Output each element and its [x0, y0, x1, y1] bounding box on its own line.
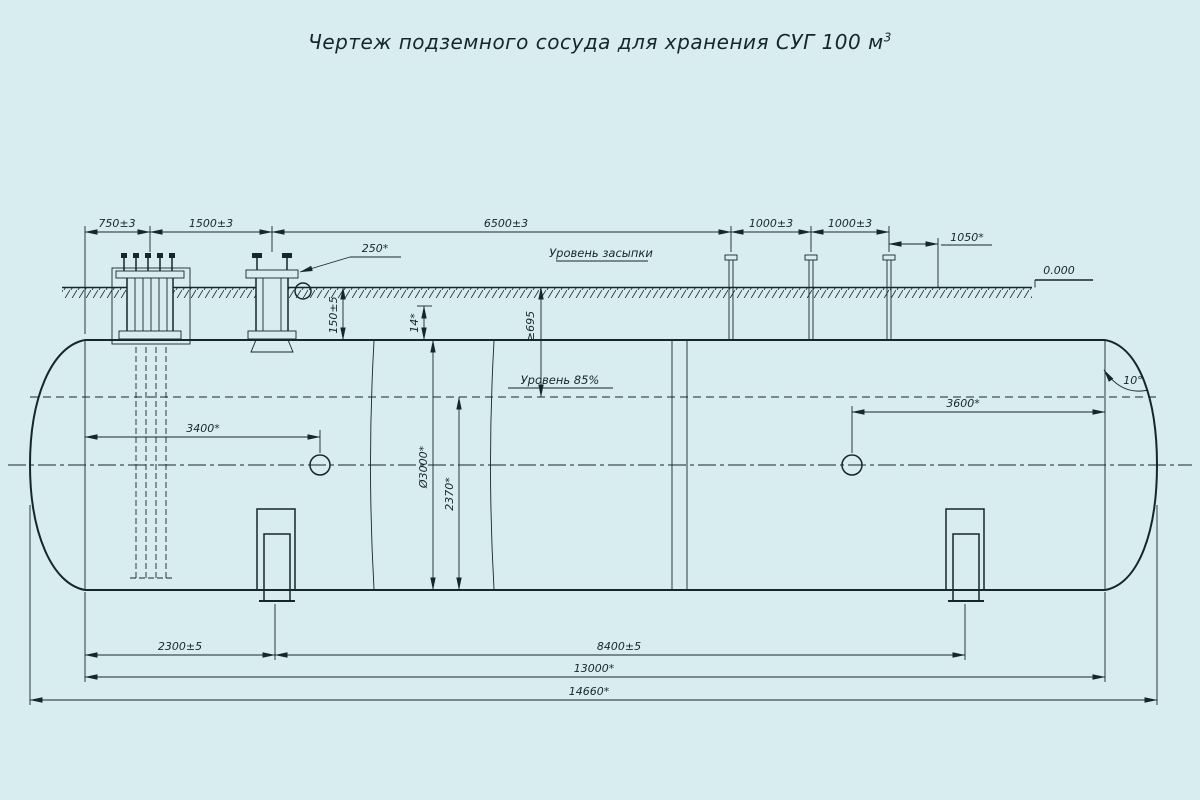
dip-tubes — [130, 347, 172, 579]
dim-1500-label: 1500±3 — [189, 217, 233, 230]
assembly-outline — [111, 267, 191, 345]
dim-750-label: 750±3 — [98, 217, 135, 230]
lifting-lug — [294, 282, 312, 300]
dim-1000a-label: 1000±3 — [749, 217, 793, 230]
weld-seam — [370, 340, 375, 590]
dim-150-label: 150±5 — [327, 296, 340, 333]
level-pipe — [804, 254, 818, 340]
right-head — [1104, 339, 1159, 591]
bottom-flange — [247, 330, 297, 340]
drawing-title-text: Чертеж подземного сосуда для хранения СУ… — [308, 30, 884, 54]
flange-bolts — [121, 253, 175, 271]
left-head — [28, 339, 86, 591]
left-sump — [256, 508, 296, 602]
ground-hatching — [62, 288, 1032, 298]
dim-250-label: 250* — [362, 242, 389, 255]
dim-13000-label: 13000* — [574, 662, 615, 675]
right-side-nozzle — [841, 454, 863, 476]
dim-2370-label: 2370* — [443, 477, 456, 511]
dimensions-top: 750±3 1500±3 6500±3 1000±3 1000±3 1050* … — [84, 217, 992, 334]
dim-2300-label: 2300±5 — [158, 640, 202, 653]
manhole-assembly — [111, 253, 191, 579]
vessel-shell — [8, 339, 1192, 591]
dim-1050-label: 1050* — [950, 231, 984, 244]
dim-1000b-label: 1000±3 — [828, 217, 872, 230]
dimensions-bottom: 2300±5 8400±5 13000* 14660* — [29, 505, 1158, 705]
dim-8400-label: 8400±5 — [597, 640, 641, 653]
dim-14660-label: 14660* — [569, 685, 610, 698]
dim-14-label: 14* — [408, 313, 421, 333]
level-pipes — [724, 254, 896, 340]
valve-nozzle — [245, 253, 312, 353]
dimensions-depth: 150±5 14* ≥695 — [327, 286, 544, 398]
drawing-title-sup: 3 — [883, 30, 892, 45]
nozzle-flare — [250, 339, 294, 353]
weld-seam — [490, 340, 495, 590]
level-pipe — [724, 254, 738, 340]
elevation-zero-label: 0.000 — [1043, 264, 1075, 277]
top-flange — [115, 270, 185, 279]
fill-85-label: Уровень 85% — [521, 373, 600, 387]
dim-dia3000-label: Ø3000* — [417, 445, 430, 489]
dim-3600-label: 3600* — [946, 397, 980, 410]
ground-level: 0.000 — [62, 264, 1093, 298]
top-flange — [245, 269, 299, 279]
level-labels: Уровень засыпки Уровень 85% — [508, 246, 653, 389]
bottom-flange — [118, 330, 182, 340]
dim-695-label: ≥695 — [524, 311, 537, 341]
drawing-title: Чертеж подземного сосуда для хранения СУ… — [0, 30, 1200, 54]
backfill-level-label: Уровень засыпки — [549, 246, 653, 260]
dim-10deg-label: 10° — [1123, 374, 1143, 387]
level-pipe — [882, 254, 896, 340]
dimensions-body: 3400* 3600* Ø3000* 2370* 10° — [84, 339, 1149, 591]
dim-6500-label: 6500±3 — [484, 217, 528, 230]
dim-3400-label: 3400* — [186, 422, 220, 435]
flange-bolts — [252, 253, 292, 270]
left-side-nozzle — [309, 454, 331, 476]
right-sump — [945, 508, 985, 602]
